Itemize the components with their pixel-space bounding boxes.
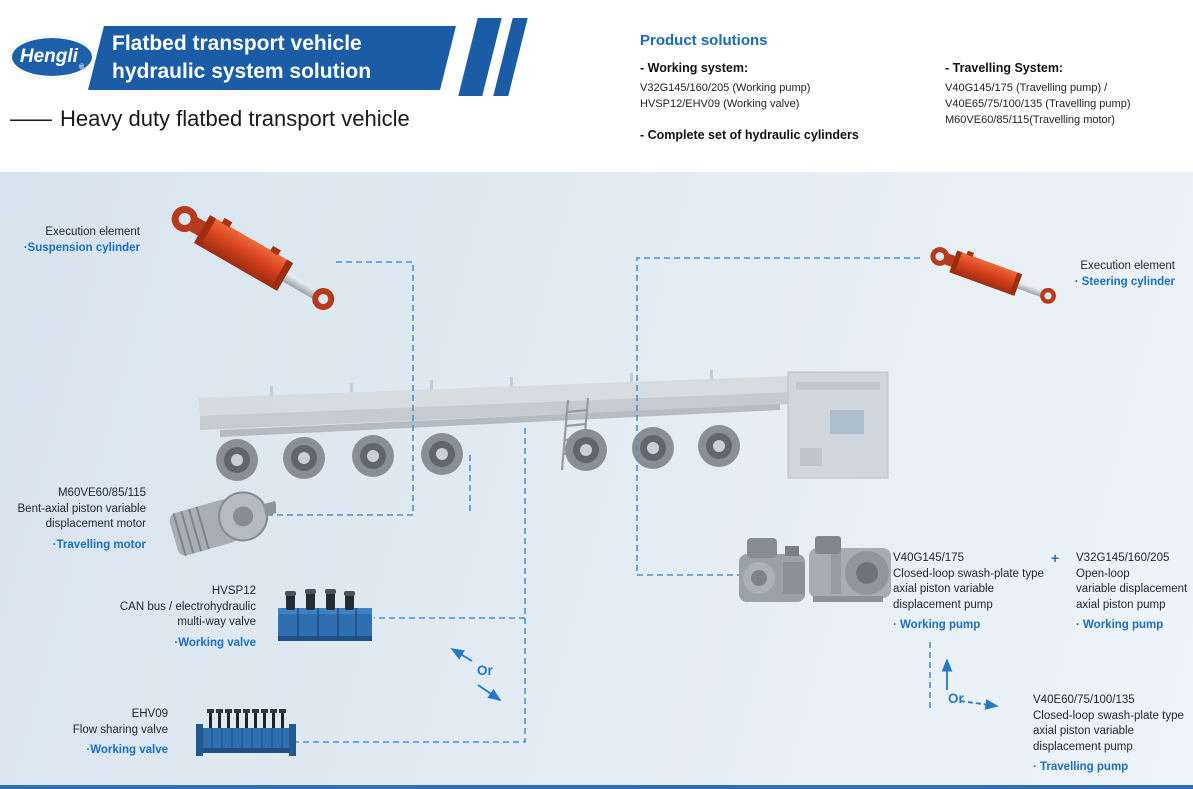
travelling-system-line: M60VE60/85/115(Travelling motor) bbox=[945, 114, 1115, 126]
label-highlight: ·Suspension cylinder bbox=[23, 241, 140, 254]
travelling-system-line: V40E65/75/100/135 (Travelling pump) bbox=[945, 98, 1131, 110]
registered-mark: ® bbox=[78, 64, 85, 71]
label-line: Closed-loop swash-plate type bbox=[893, 567, 1044, 580]
page-title: Flatbed transport vehicle hydraulic syst… bbox=[112, 30, 371, 86]
label-highlight: ·Working valve bbox=[86, 744, 168, 756]
label-line: EHV09 bbox=[131, 708, 168, 720]
suspension-cylinder-image bbox=[171, 206, 335, 310]
label-highlight: · Working pump bbox=[893, 619, 981, 631]
label-line: CAN bus / electrohydraulic bbox=[119, 600, 256, 613]
travelling-system-heading: - Travelling System: bbox=[945, 61, 1064, 75]
v40g-pump-label: V40G145/175 Closed-loop swash-plate type… bbox=[893, 551, 1051, 634]
valve-handles bbox=[207, 709, 286, 728]
label-line: axial piston variable bbox=[1033, 725, 1135, 737]
page-subtitle: —— Heavy duty flatbed transport vehicle bbox=[10, 106, 410, 132]
v32g-pump-label: V32G145/160/205 Open-loop variable displ… bbox=[1076, 551, 1193, 634]
label-line: V40E60/75/100/135 bbox=[1033, 694, 1135, 706]
label-line: axial piston pump bbox=[1076, 598, 1166, 611]
travelling-motor-image bbox=[169, 491, 276, 557]
travelling-motor-label: M60VE60/85/115 Bent-axial piston variabl… bbox=[6, 486, 147, 553]
label-line: V40G145/175 bbox=[893, 552, 964, 564]
page-title-line1: Flatbed transport vehicle bbox=[112, 32, 362, 55]
ehv09-valve-image bbox=[196, 709, 296, 756]
plus-sign: + bbox=[1051, 550, 1060, 566]
working-system-line: V32G145/160/205 (Working pump) bbox=[640, 82, 811, 94]
complete-set-line: - Complete set of hydraulic cylinders bbox=[640, 128, 859, 142]
steering-cylinder-label: Execution element · Steering cylinder bbox=[1047, 259, 1175, 290]
label-line: Bent-axial piston variable bbox=[17, 502, 147, 515]
subtitle-text: Heavy duty flatbed transport vehicle bbox=[60, 106, 410, 131]
label-line: displacement pump bbox=[1033, 740, 1133, 753]
v40g-pump-image bbox=[739, 538, 805, 602]
housing-vent bbox=[796, 382, 880, 390]
label-line: displacement pump bbox=[893, 598, 993, 611]
v32g-pump-image bbox=[809, 536, 891, 602]
label-highlight: · Steering cylinder bbox=[1074, 275, 1175, 288]
flatbed-truck-image bbox=[198, 370, 889, 481]
hvsp12-valve-image bbox=[278, 589, 372, 641]
ehv09-valve-label: EHV09 Flow sharing valve ·Working valve bbox=[60, 707, 168, 759]
travelling-system-line: V40G145/175 (Travelling pump) / bbox=[945, 82, 1108, 94]
label-line: axial piston variable bbox=[893, 583, 995, 595]
label-line: Execution element bbox=[1080, 260, 1175, 272]
label-line: Open-loop bbox=[1076, 567, 1130, 580]
travelling-system-column: - Travelling System: V40G145/175 (Travel… bbox=[945, 61, 1188, 128]
label-line: Closed-loop swash-plate type bbox=[1033, 709, 1184, 722]
steering-cylinder-image bbox=[930, 247, 1056, 304]
suspension-cylinder-label: Execution element ·Suspension cylinder bbox=[12, 225, 140, 256]
pump-pair-image bbox=[739, 536, 891, 602]
subtitle-dash: —— bbox=[10, 106, 52, 131]
working-system-line: HVSP12/EHV09 (Working valve) bbox=[640, 98, 800, 110]
label-highlight: ·Working valve bbox=[174, 636, 256, 649]
v40e-pump-label: V40E60/75/100/135 Closed-loop swash-plat… bbox=[1033, 693, 1193, 776]
product-solutions-title: Product solutions bbox=[640, 32, 768, 49]
label-line: displacement motor bbox=[45, 518, 146, 530]
or-label-pumps: Or bbox=[948, 691, 964, 706]
label-line: M60VE60/85/115 bbox=[57, 487, 146, 499]
label-line: Execution element bbox=[45, 226, 140, 238]
product-solutions-panel: Product solutions - Working system: V32G… bbox=[640, 32, 1188, 142]
or-label-valves: Or bbox=[477, 663, 493, 678]
label-highlight: ·Travelling motor bbox=[52, 538, 146, 551]
label-line: multi-way valve bbox=[177, 616, 256, 628]
working-system-heading: - Working system: bbox=[640, 61, 749, 75]
page-title-line2: hydraulic system solution bbox=[112, 60, 372, 83]
logo-text: Hengli bbox=[19, 46, 78, 67]
housing-window bbox=[830, 410, 864, 434]
hvsp12-valve-label: HVSP12 CAN bus / electrohydraulic multi-… bbox=[118, 584, 256, 651]
housing-door bbox=[800, 448, 822, 466]
bottom-accent-bar bbox=[0, 785, 1193, 789]
label-line: variable displacement bbox=[1076, 583, 1188, 595]
label-line: HVSP12 bbox=[211, 585, 256, 597]
label-highlight: · Travelling pump bbox=[1033, 761, 1129, 773]
hengli-logo: Hengli ® bbox=[10, 36, 94, 78]
label-line: Flow sharing valve bbox=[72, 723, 168, 736]
working-system-column: - Working system: V32G145/160/205 (Worki… bbox=[640, 61, 940, 142]
label-highlight: · Working pump bbox=[1076, 619, 1164, 631]
label-line: V32G145/160/205 bbox=[1076, 552, 1170, 564]
